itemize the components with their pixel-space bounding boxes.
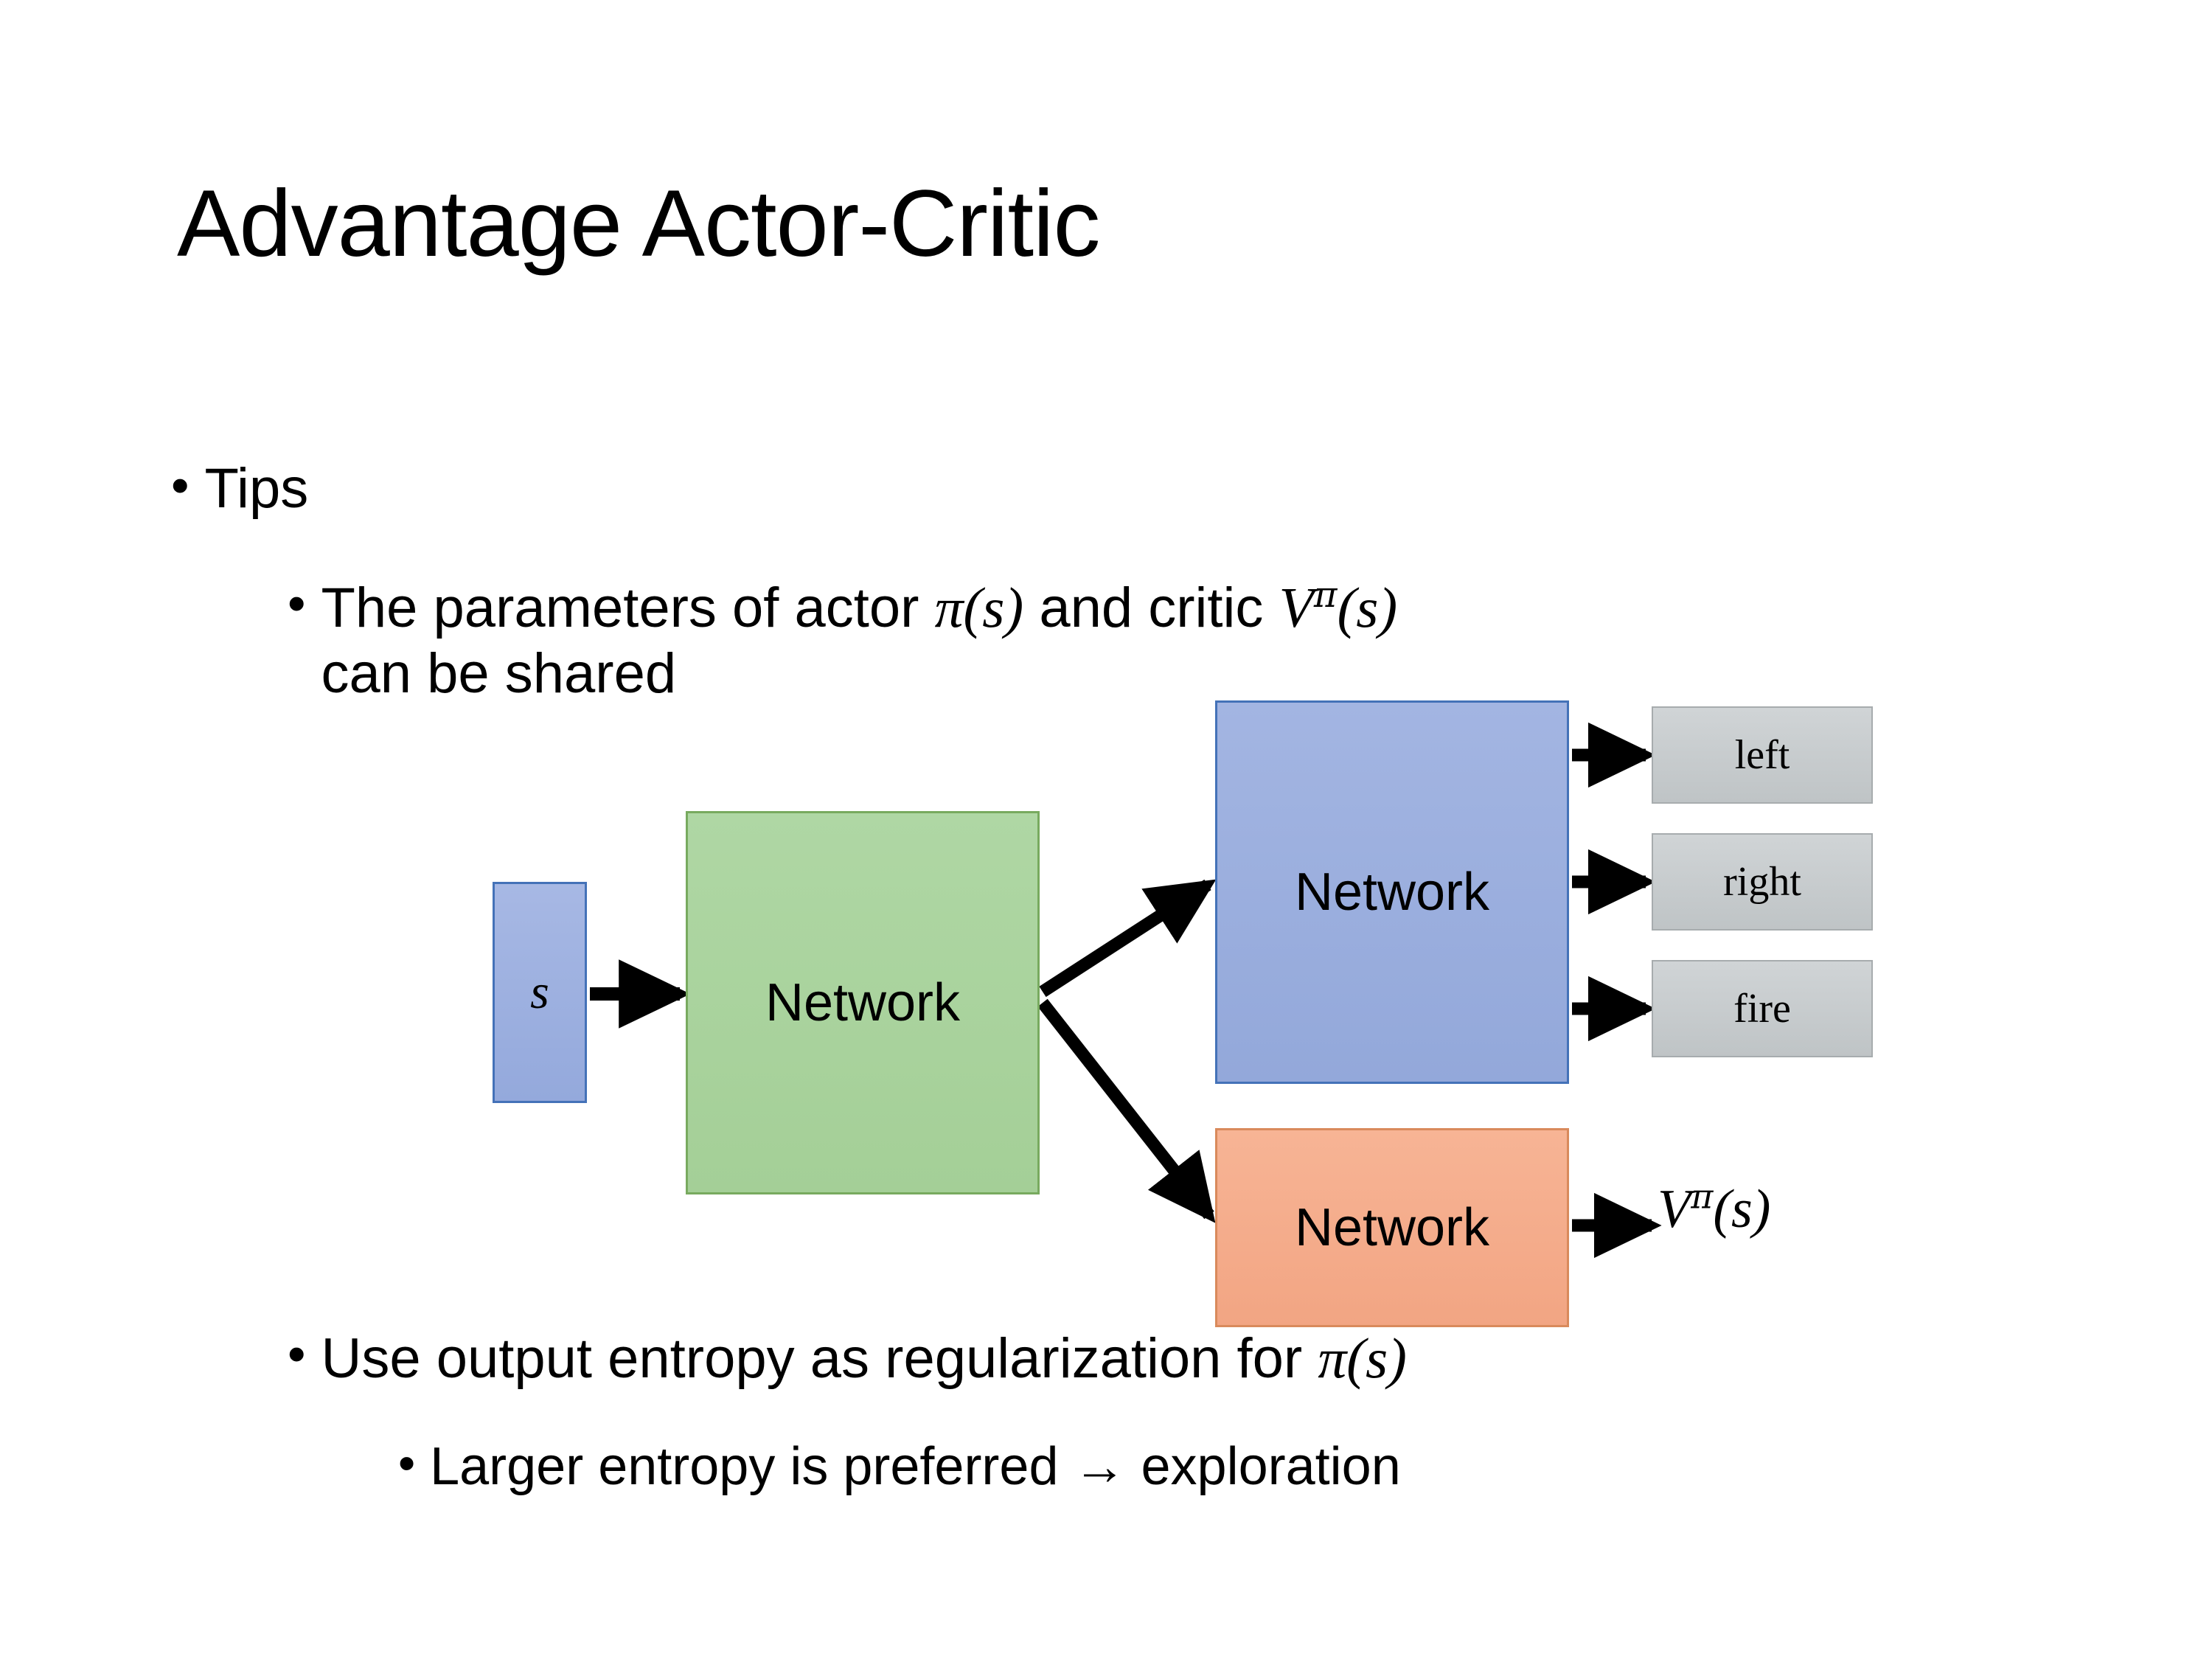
bullet-marker-icon: • (288, 574, 306, 633)
exploration-text: Larger entropy is preferred → exploratio… (430, 1437, 1401, 1496)
critic-value-arg: (s) (1337, 576, 1398, 639)
state-input-box[interactable]: s (493, 882, 587, 1103)
action-box-right[interactable]: right (1652, 833, 1873, 931)
action-box-fire[interactable]: fire (1652, 960, 1873, 1057)
critic-output-superscript: π (1691, 1176, 1714, 1217)
action-label: right (1723, 859, 1801, 905)
bullet-marker-icon: • (288, 1325, 306, 1383)
entropy-text: Use output entropy as regularization for (321, 1327, 1318, 1390)
arrow-shared-to-actor (1039, 879, 1217, 998)
shared-line1-prefix: The parameters of actor (321, 577, 935, 639)
critic-output-letter: V (1658, 1179, 1691, 1239)
entropy-policy-symbol: π(s) (1318, 1326, 1407, 1390)
shared-line2: can be shared (321, 641, 677, 705)
bullet-tips-label: Tips (204, 457, 309, 520)
critic-output-label: Vπ(s) (1658, 1178, 1770, 1241)
actor-policy-symbol: π(s) (934, 576, 1024, 639)
bullet-exploration: • Larger entropy is preferred → explorat… (398, 1436, 1401, 1497)
shared-network-label: Network (765, 973, 961, 1032)
critic-value-superscript: π (1313, 574, 1338, 616)
page-title: Advantage Actor-Critic (177, 171, 1100, 276)
action-label: fire (1733, 986, 1791, 1032)
bullet-marker-icon: • (398, 1436, 416, 1491)
critic-value-symbol: Vπ(s) (1279, 576, 1398, 639)
bullet-tips: • Tips (171, 457, 308, 520)
action-box-left[interactable]: left (1652, 706, 1873, 804)
state-label: s (530, 965, 549, 1019)
bullet-shared-parameters: • The parameters of actor π(s) and criti… (288, 575, 1556, 706)
arrow-shared-to-critic (1037, 998, 1216, 1223)
shared-network-box[interactable]: Network (686, 811, 1040, 1194)
bullet-marker-icon: • (171, 456, 189, 515)
critic-output-arg: (s) (1713, 1179, 1771, 1239)
critic-network-box[interactable]: Network (1215, 1128, 1569, 1327)
bullet-entropy-regularization: • Use output entropy as regularization f… (288, 1326, 1407, 1391)
critic-value-letter: V (1279, 576, 1314, 639)
actor-network-label: Network (1294, 863, 1490, 922)
actor-network-box[interactable]: Network (1215, 700, 1569, 1084)
shared-line1-middle: and critic (1023, 577, 1279, 639)
action-label: left (1734, 732, 1790, 778)
critic-network-label: Network (1294, 1198, 1490, 1257)
